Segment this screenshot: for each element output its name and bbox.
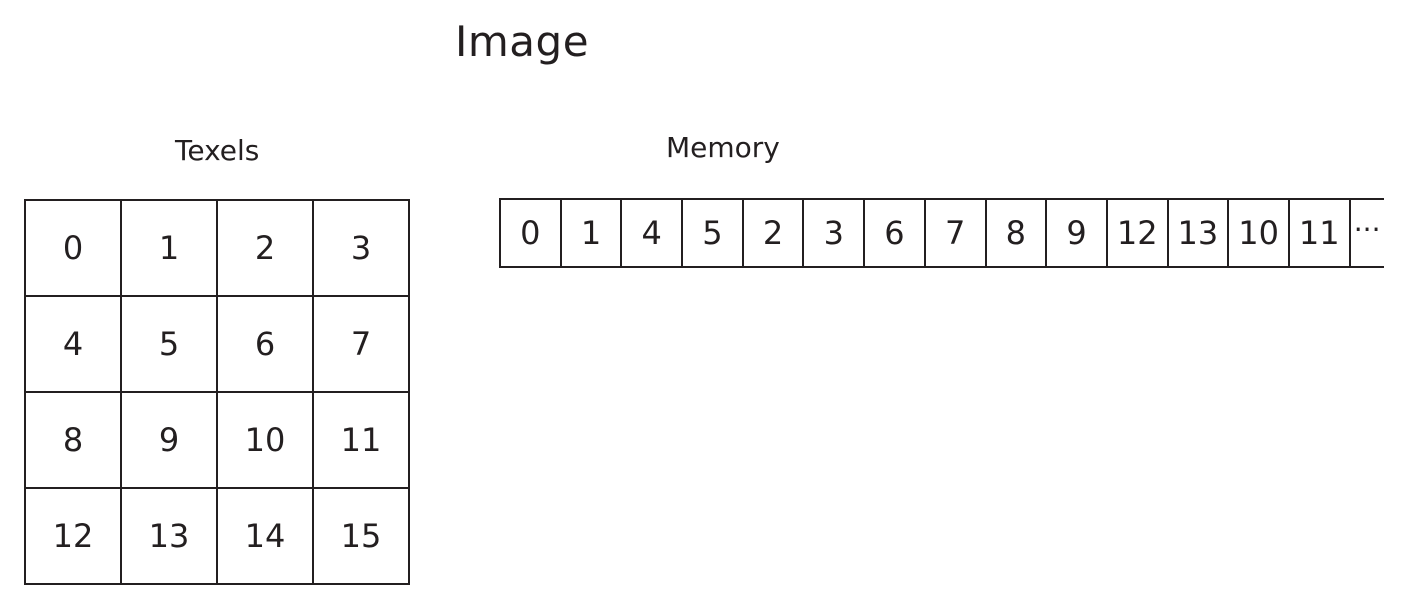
memory-label: Memory <box>666 131 780 164</box>
texel-cell: 1 <box>122 201 218 297</box>
texel-cell: 13 <box>122 489 218 585</box>
texel-cell: 2 <box>218 201 314 297</box>
texel-cell: 7 <box>314 297 410 393</box>
texel-cell: 0 <box>26 201 122 297</box>
memory-cell: 3 <box>804 200 866 266</box>
texel-cell: 11 <box>314 393 410 489</box>
texel-cell: 12 <box>26 489 122 585</box>
texel-cell: 14 <box>218 489 314 585</box>
texel-cell: 10 <box>218 393 314 489</box>
memory-cell: 4 <box>622 200 684 266</box>
memory-continuation: ··· <box>1353 212 1381 246</box>
memory-cell: 12 <box>1108 200 1169 266</box>
memory-cell: 0 <box>501 200 562 266</box>
memory-cell: 9 <box>1047 200 1108 266</box>
memory-cell: 11 <box>1290 200 1351 266</box>
memory-cell: 6 <box>865 200 926 266</box>
memory-strip: 0 1 4 5 2 3 6 7 8 9 12 13 10 11 ··· <box>499 198 1384 268</box>
texel-cell: 9 <box>122 393 218 489</box>
memory-cell: 7 <box>926 200 987 266</box>
memory-cell: 10 <box>1229 200 1290 266</box>
memory-cell: 1 <box>562 200 623 266</box>
texel-cell: 6 <box>218 297 314 393</box>
texel-cell: 5 <box>122 297 218 393</box>
diagram-title: Image <box>455 17 590 66</box>
texel-cell: 15 <box>314 489 410 585</box>
memory-cell: 5 <box>683 200 744 266</box>
memory-cell: 2 <box>744 200 805 266</box>
memory-cell: 8 <box>987 200 1048 266</box>
memory-cell: 13 <box>1169 200 1230 266</box>
texels-label: Texels <box>175 134 260 167</box>
texel-cell: 4 <box>26 297 122 393</box>
texel-cell: 3 <box>314 201 410 297</box>
texel-cell: 8 <box>26 393 122 489</box>
texel-grid: 0 1 2 3 4 5 6 7 8 9 10 11 12 13 14 15 <box>24 199 410 585</box>
